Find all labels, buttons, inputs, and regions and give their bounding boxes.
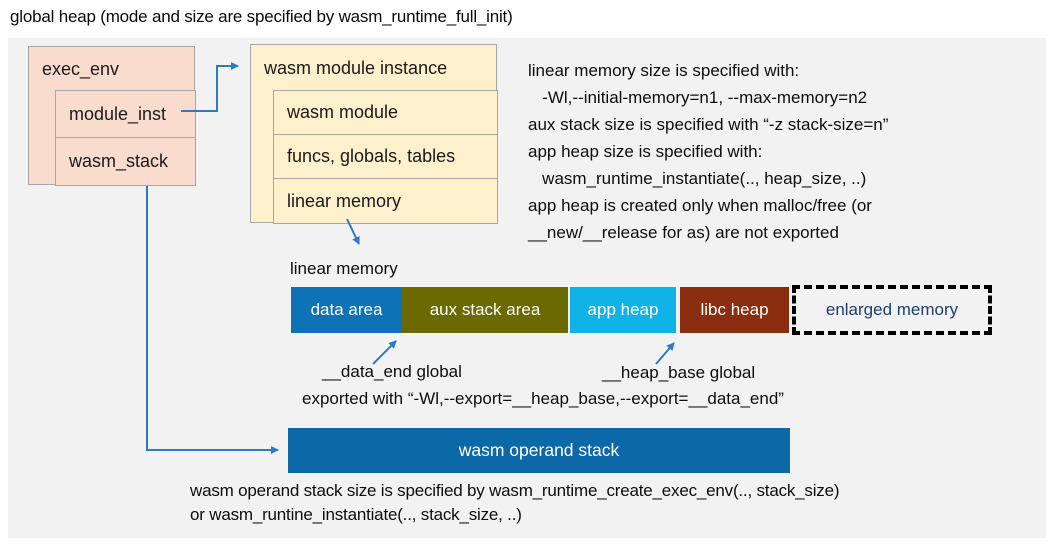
exec-env-box: exec_env module_inst wasm_stack	[28, 46, 196, 186]
note-line: app heap size is specified with:	[528, 142, 763, 161]
segment-enlarged-memory: enlarged memory	[792, 285, 992, 335]
segment-data-area: data area	[291, 287, 402, 333]
note-line: aux stack size is specified with “-z sta…	[528, 115, 889, 134]
note-line: wasm operand stack size is specified by …	[190, 481, 840, 500]
exec-env-header: exec_env	[42, 58, 120, 79]
wasm-operand-stack-bar: wasm operand stack	[288, 428, 790, 473]
segment-libc-heap: libc heap	[680, 287, 789, 333]
linear-memory-label: linear memory	[290, 259, 398, 278]
segment-app-heap: app heap	[570, 287, 676, 333]
module-instance-header: wasm module instance	[264, 57, 448, 78]
note-line: __new/__release for as) are not exported	[528, 223, 839, 242]
diagram-title: global heap (mode and size are specified…	[10, 7, 513, 26]
exec-env-field-wasm-stack: wasm_stack	[55, 137, 196, 186]
annotation-exported-with: exported with “-Wl,--export=__heap_base,…	[302, 389, 784, 408]
module-instance-field-linear-memory: linear memory	[273, 178, 498, 224]
annotation-heap-base-global: __heap_base global	[602, 363, 756, 382]
exec-env-field-module-inst: module_inst	[55, 90, 196, 138]
notes-bottom: wasm operand stack size is specified by …	[190, 479, 840, 527]
note-line: linear memory size is specified with:	[528, 61, 800, 80]
note-line: -Wl,--initial-memory=n1, --max-memory=n2	[528, 88, 868, 107]
note-line: wasm_runtime_instantiate(.., heap_size, …	[528, 169, 867, 188]
note-line: or wasm_runtine_instantiate(.., stack_si…	[190, 505, 522, 524]
module-instance-field-funcs-globals-tables: funcs, globals, tables	[273, 134, 498, 179]
note-line: app heap is created only when malloc/fre…	[528, 196, 872, 215]
module-instance-field-wasm-module: wasm module	[273, 90, 498, 135]
notes-right: linear memory size is specified with: -W…	[528, 57, 888, 246]
module-instance-box: wasm module instance wasm module funcs, …	[250, 44, 498, 224]
annotation-data-end-global: __data_end global	[322, 362, 462, 381]
segment-aux-stack-area: aux stack area	[402, 287, 568, 333]
